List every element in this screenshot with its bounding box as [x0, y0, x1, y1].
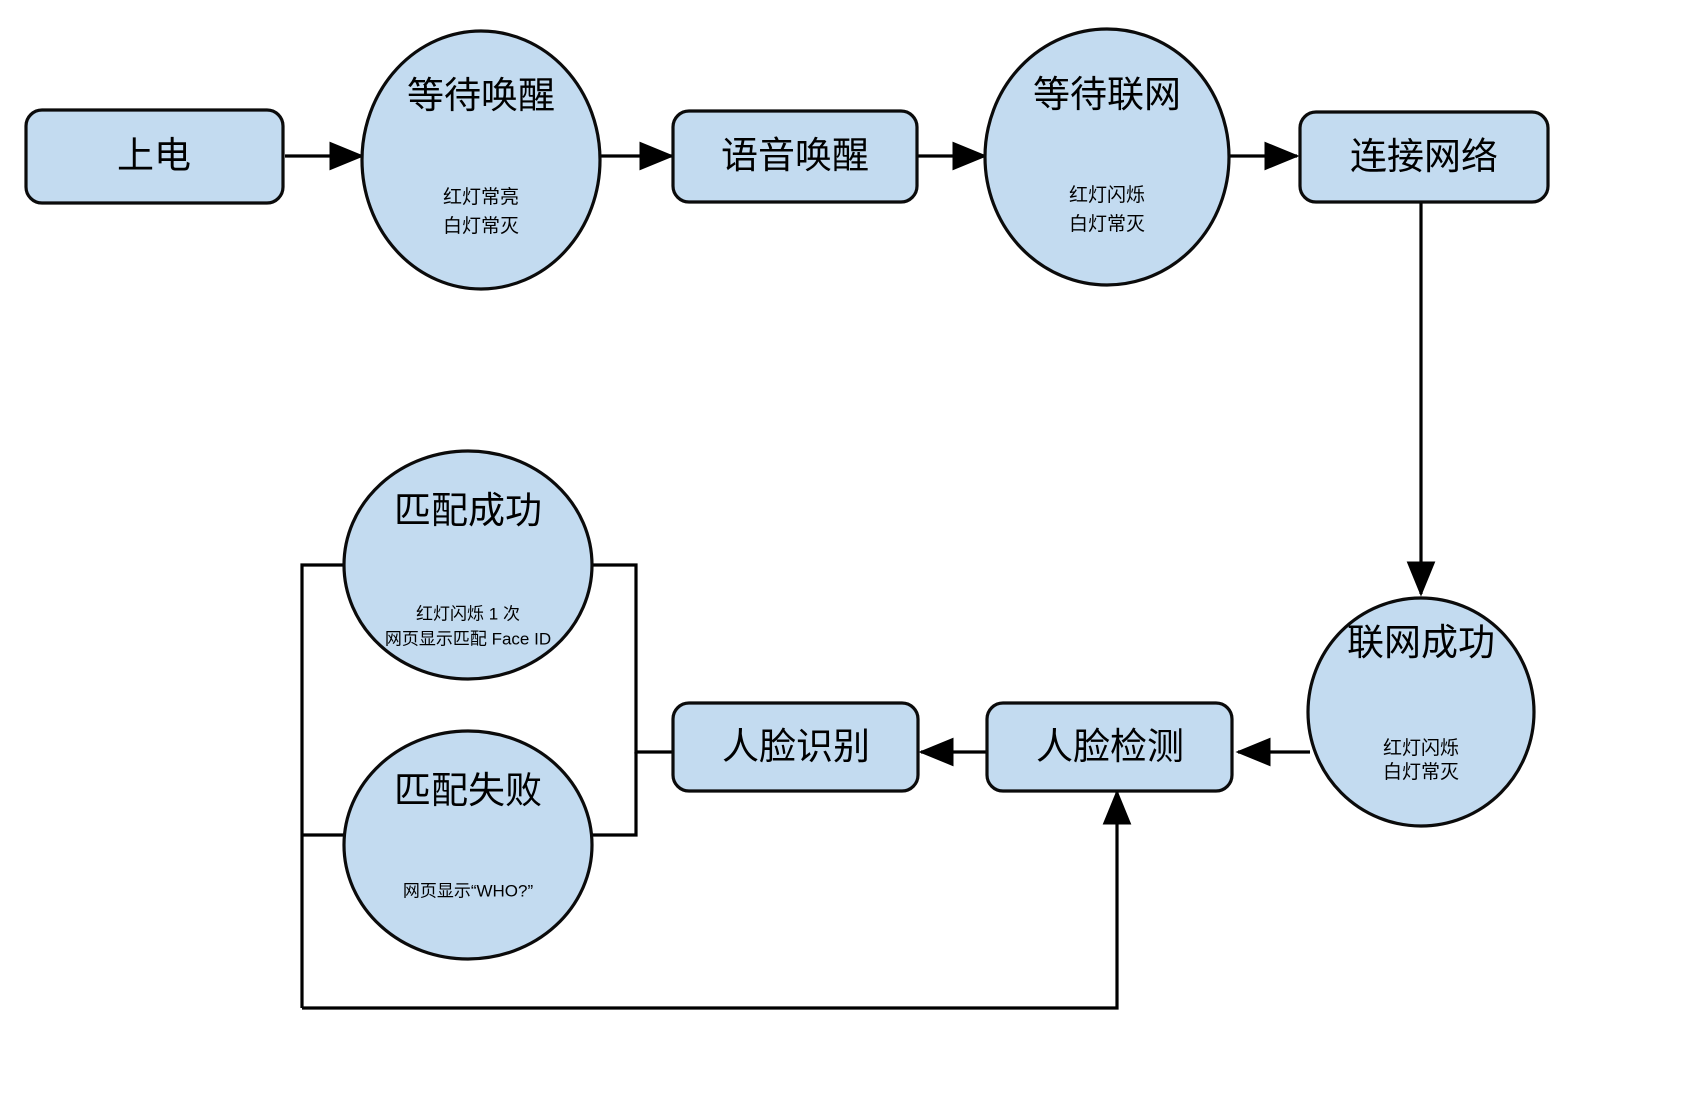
face-recognize-shape[interactable]: [671, 701, 920, 793]
node-power-on[interactable]: 上电: [24, 108, 285, 205]
edge-layer: [285, 141, 1436, 1010]
wait-network-sub-2: 白灯常灭: [1069, 213, 1145, 235]
voice-wakeup-shape[interactable]: [671, 109, 919, 204]
network-success-sub-2: 白灯常灭: [1383, 761, 1459, 783]
wait-network-shape[interactable]: [983, 27, 1231, 287]
node-wait-wakeup[interactable]: 等待唤醒 红灯常亮 白灯常灭: [360, 29, 602, 291]
wait-wakeup-shape[interactable]: [360, 29, 602, 291]
node-face-detect[interactable]: 人脸检测: [985, 701, 1234, 793]
network-success-shape[interactable]: [1306, 596, 1536, 828]
network-success-sub-1: 红灯闪烁: [1383, 737, 1459, 759]
edge-face-recognize-branch-fail: [592, 752, 638, 837]
power-on-shape[interactable]: [24, 108, 285, 205]
wait-wakeup-sub-1: 红灯常亮: [443, 186, 519, 208]
face-detect-shape[interactable]: [985, 701, 1234, 793]
edge-face-recognize-branch: [592, 563, 672, 754]
match-success-label: 匹配成功: [394, 490, 542, 531]
voice-wakeup-label: 语音唤醒: [721, 135, 869, 176]
node-match-success[interactable]: 匹配成功 红灯闪烁 1 次 网页显示匹配 Face ID: [342, 449, 594, 681]
match-fail-shape[interactable]: [342, 729, 594, 961]
node-face-recognize[interactable]: 人脸识别: [671, 701, 920, 793]
node-voice-wakeup[interactable]: 语音唤醒: [671, 109, 919, 204]
node-network-success[interactable]: 联网成功 红灯闪烁 白灯常灭: [1306, 596, 1536, 828]
node-wait-network[interactable]: 等待联网 红灯闪烁 白灯常灭: [983, 27, 1231, 287]
match-fail-sub-1: 网页显示“WHO?”: [403, 881, 534, 900]
wait-network-sub-1: 红灯闪烁: [1069, 184, 1145, 206]
edge-match-success-left-stub: [300, 563, 344, 1008]
match-success-sub-2: 网页显示匹配 Face ID: [385, 629, 551, 648]
match-fail-label: 匹配失败: [394, 770, 542, 811]
face-recognize-label: 人脸识别: [722, 726, 870, 767]
wait-network-label: 等待联网: [1033, 74, 1181, 115]
wait-wakeup-sub-2: 白灯常灭: [443, 215, 519, 237]
connect-network-shape[interactable]: [1298, 110, 1550, 204]
edge-return-loop-to-face-detect: [302, 789, 1132, 1010]
wait-wakeup-label: 等待唤醒: [407, 75, 555, 116]
power-on-label: 上电: [117, 135, 191, 176]
match-success-shape[interactable]: [342, 449, 594, 681]
node-connect-network[interactable]: 连接网络: [1298, 110, 1550, 204]
match-success-sub-1: 红灯闪烁 1 次: [416, 604, 520, 623]
face-detect-label: 人脸检测: [1036, 726, 1184, 767]
connect-network-label: 连接网络: [1350, 136, 1498, 177]
node-match-fail[interactable]: 匹配失败 网页显示“WHO?”: [342, 729, 594, 961]
network-success-label: 联网成功: [1347, 622, 1495, 663]
